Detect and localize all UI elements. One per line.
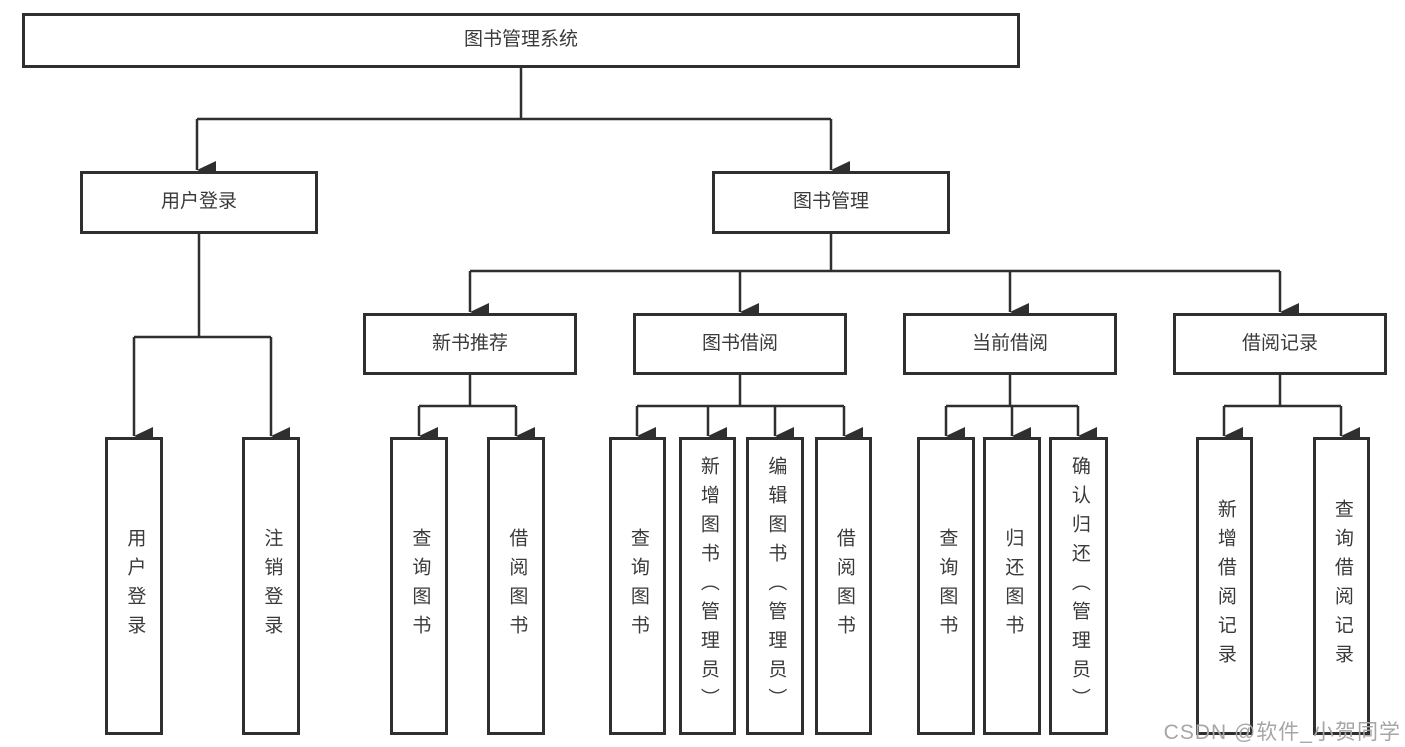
leaf-br-query-record: 查询借阅记录: [1313, 437, 1370, 735]
node-user-login: 用户登录: [80, 171, 318, 234]
leaf-user-login: 用户登录: [105, 437, 163, 735]
leaf-br-add-record: 新增借阅记录: [1196, 437, 1253, 735]
leaf-cb-query-books: 查询图书: [917, 437, 975, 735]
leaf-bb-query-books: 查询图书: [609, 437, 666, 735]
node-library-management-system: 图书管理系统: [22, 13, 1020, 68]
leaf-cb-return-books: 归还图书: [983, 437, 1041, 735]
node-book-borrow: 图书借阅: [633, 313, 847, 375]
node-current-borrow: 当前借阅: [903, 313, 1117, 375]
csdn-watermark: CSDN @软件_小贺同学: [1163, 721, 1401, 744]
node-book-management: 图书管理: [712, 171, 950, 234]
leaf-rec-borrow-books: 借阅图书: [487, 437, 545, 735]
leaf-cb-confirm-return-admin: 确认归还（管理员）: [1049, 437, 1108, 735]
leaf-logout: 注销登录: [242, 437, 300, 735]
leaf-bb-edit-books-admin: 编辑图书（管理员）: [746, 437, 804, 735]
leaf-bb-add-books-admin: 新增图书（管理员）: [679, 437, 736, 735]
leaf-rec-query-books: 查询图书: [390, 437, 448, 735]
node-new-book-recommend: 新书推荐: [363, 313, 577, 375]
leaf-bb-borrow-books: 借阅图书: [815, 437, 872, 735]
node-borrow-records: 借阅记录: [1173, 313, 1387, 375]
